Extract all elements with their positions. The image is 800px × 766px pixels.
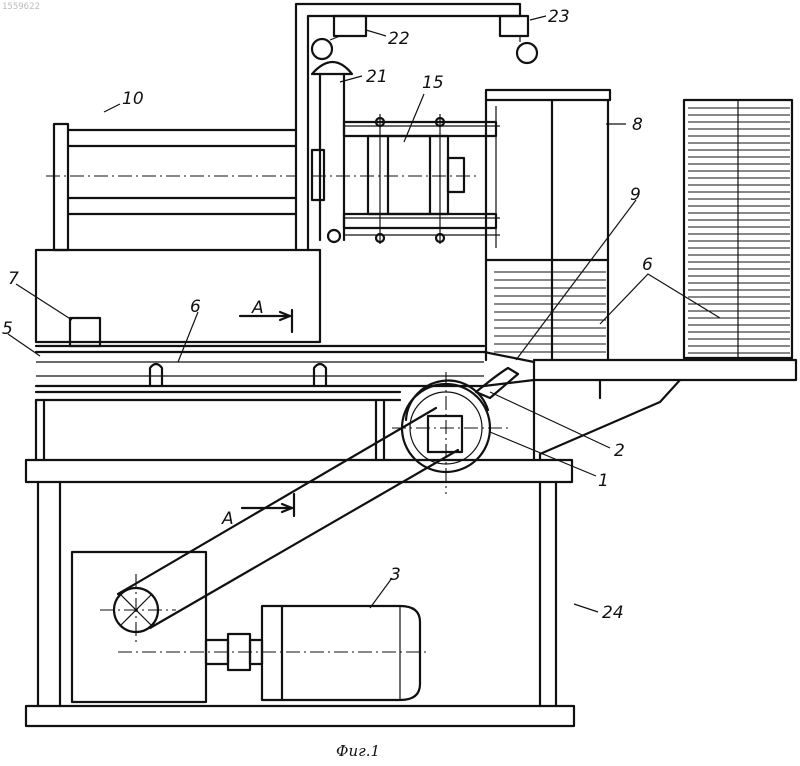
- label-23: 23: [548, 7, 570, 27]
- label-9: 9: [630, 185, 641, 205]
- label-21: 21: [366, 67, 388, 87]
- label-7: 7: [8, 269, 19, 289]
- section-marks: A A: [221, 298, 294, 529]
- leader-lines: [8, 16, 720, 612]
- label-8: 8: [632, 115, 643, 135]
- label-2: 2: [614, 441, 625, 461]
- label-1: 1: [598, 471, 609, 491]
- label-6-left: 6: [190, 297, 201, 317]
- label-15: 15: [422, 73, 444, 93]
- figure-caption: Фиг.1: [336, 742, 380, 760]
- label-10: 10: [122, 89, 144, 109]
- corner-code: 1559622: [2, 2, 40, 12]
- label-3: 3: [390, 565, 401, 585]
- assembly-15: [312, 106, 500, 248]
- receiver-8: [486, 90, 610, 360]
- section-mark-bottom: A: [221, 509, 234, 529]
- section-mark-top: A: [251, 298, 264, 318]
- magazine-10: [46, 124, 296, 250]
- label-5: 5: [2, 319, 13, 339]
- base-frame-24: [26, 400, 574, 726]
- stack-6: [684, 100, 792, 358]
- label-24: 24: [602, 603, 624, 623]
- label-22: 22: [388, 29, 410, 49]
- label-6-right: 6: [642, 255, 653, 275]
